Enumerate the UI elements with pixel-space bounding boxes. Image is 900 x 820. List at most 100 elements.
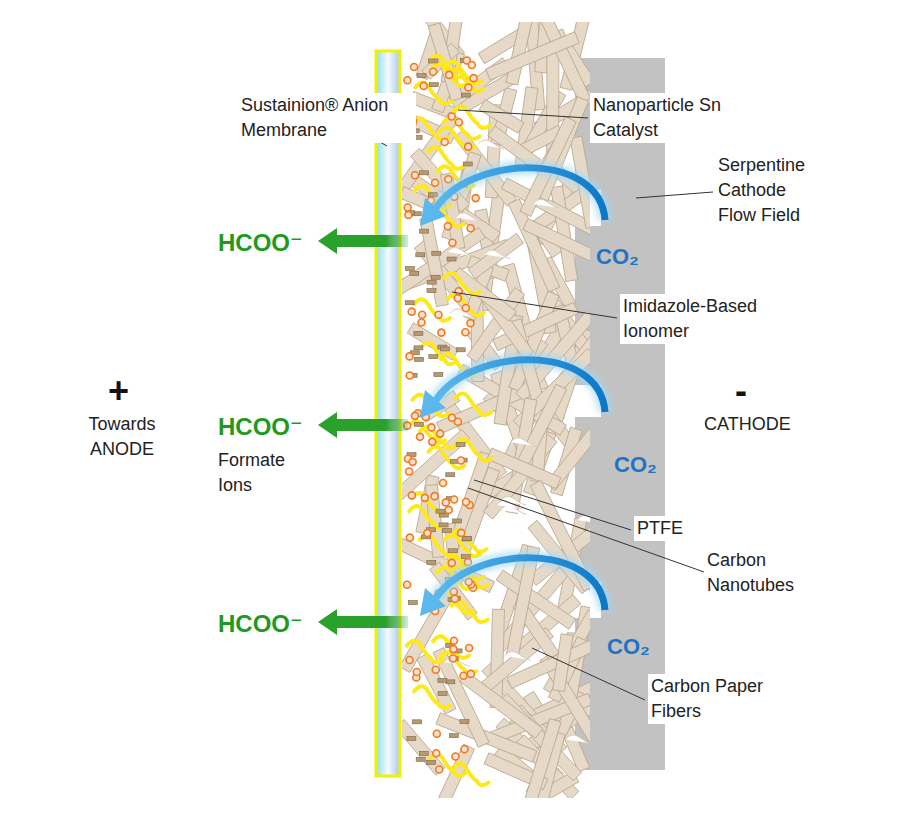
ptfe-patch xyxy=(511,438,537,447)
ptfe-patch xyxy=(456,213,482,222)
sn-particle xyxy=(460,672,467,679)
ionomer-strand xyxy=(409,421,445,443)
co2-arrow-head xyxy=(420,390,446,418)
carbon-fiber xyxy=(486,32,580,80)
sn-particle xyxy=(404,581,411,588)
sn-particle xyxy=(437,430,444,437)
nanotube-bit xyxy=(432,251,441,255)
nanotube-bit xyxy=(427,760,436,764)
flow-field xyxy=(575,58,665,770)
nanotube-bit xyxy=(434,372,443,376)
formate-arrow-head xyxy=(318,412,337,438)
co2-arrow-glow xyxy=(436,360,605,412)
leader-line xyxy=(474,480,631,530)
nanotube-bit xyxy=(408,601,417,605)
sn-particle xyxy=(446,71,453,78)
sn-particle xyxy=(406,353,413,360)
sn-particle xyxy=(406,656,413,663)
nanotube-bit xyxy=(429,83,438,87)
nanotube-bit xyxy=(428,193,437,197)
ptfe-patch xyxy=(505,651,531,660)
sn-particle xyxy=(424,530,431,537)
nanotube-bit xyxy=(427,289,436,293)
polarity-sign: + xyxy=(108,366,129,416)
nanotube-bit xyxy=(405,301,414,305)
nanotube-bit xyxy=(449,734,458,738)
ptfe-patch xyxy=(497,500,523,509)
gas-label: CO₂ xyxy=(607,632,650,662)
part-label: Carbon Nanotubes xyxy=(707,548,822,598)
electrode-label: CATHODE xyxy=(704,412,791,437)
part-label: Nanoparticle Sn Catalyst xyxy=(590,93,736,143)
carbon-fiber xyxy=(524,719,561,798)
ionomer-strand xyxy=(414,299,450,321)
ionomer-strand xyxy=(428,147,464,169)
ptfe-patch xyxy=(566,735,590,744)
co2-arrow-head xyxy=(420,198,446,226)
nanotube-bit xyxy=(427,560,436,564)
part-label: Imidazole-Based Ionomer xyxy=(620,294,776,344)
co2-arrow-shaft xyxy=(436,558,605,610)
co2-arrow-glow xyxy=(436,558,605,610)
nanotube-bit xyxy=(427,280,436,284)
carbon-fiber xyxy=(508,199,559,292)
part-label: Formate Ions xyxy=(218,448,308,498)
ptfe-patch xyxy=(447,247,473,256)
ionomer-strand xyxy=(414,686,450,708)
sn-particle xyxy=(472,195,479,202)
nanotube-bit xyxy=(436,509,445,513)
sn-particle xyxy=(436,766,443,773)
nanotube-bit xyxy=(407,736,416,740)
nanotube-bit xyxy=(429,355,438,359)
sn-particle xyxy=(452,753,459,760)
formate-arrow-head xyxy=(318,609,337,635)
nanotube-bit xyxy=(414,331,423,335)
co2-arrow-shaft xyxy=(436,360,605,412)
nanotube-bit xyxy=(417,74,426,78)
gas-label: CO₂ xyxy=(596,242,639,272)
part-label: PTFE xyxy=(634,516,686,541)
nanotube-bit xyxy=(414,422,423,426)
sn-particle xyxy=(448,559,455,566)
nanotube-bit xyxy=(428,59,437,63)
nanotube-bit xyxy=(460,720,469,724)
sn-particle xyxy=(433,750,440,757)
ionomer-strand xyxy=(448,294,484,316)
nanotube-bit xyxy=(446,473,455,477)
sn-particle xyxy=(454,295,461,302)
nanotube-bit xyxy=(414,346,423,350)
sn-particle xyxy=(438,329,445,336)
sn-particle xyxy=(467,670,474,677)
sn-particle xyxy=(448,113,455,120)
nanotube-bit xyxy=(439,523,448,527)
nanotube-bit xyxy=(441,347,450,351)
sn-particle xyxy=(431,493,438,500)
ionomer-strand xyxy=(429,754,465,776)
sn-particle xyxy=(461,746,468,753)
sn-particle xyxy=(406,372,413,379)
formate-arrow-shaft xyxy=(334,235,408,247)
co2-arrow-head xyxy=(420,588,446,616)
gas-label: CO₂ xyxy=(614,450,657,480)
carbon-fiber xyxy=(536,22,590,103)
sn-particle xyxy=(462,499,469,506)
nanotube-bit xyxy=(452,519,461,523)
electrode-label: Towards ANODE xyxy=(76,412,168,462)
ionomer-strand xyxy=(428,447,464,469)
sn-particle xyxy=(408,492,415,499)
sn-particle xyxy=(445,506,452,513)
polarity-sign: - xyxy=(735,366,747,416)
sn-particle xyxy=(462,329,469,336)
sn-particle xyxy=(451,637,458,644)
formate-arrow-shaft xyxy=(334,616,408,628)
carbon-fiber xyxy=(402,720,445,776)
sn-particle xyxy=(435,311,442,318)
sn-particle xyxy=(432,179,439,186)
sn-particle xyxy=(428,424,435,431)
co2-arrow-shaft xyxy=(436,168,605,220)
nanotube-bit xyxy=(420,229,429,233)
sn-particle xyxy=(442,499,449,506)
leader-line xyxy=(452,292,617,318)
sn-particle xyxy=(451,595,458,602)
sn-particle xyxy=(433,730,440,737)
